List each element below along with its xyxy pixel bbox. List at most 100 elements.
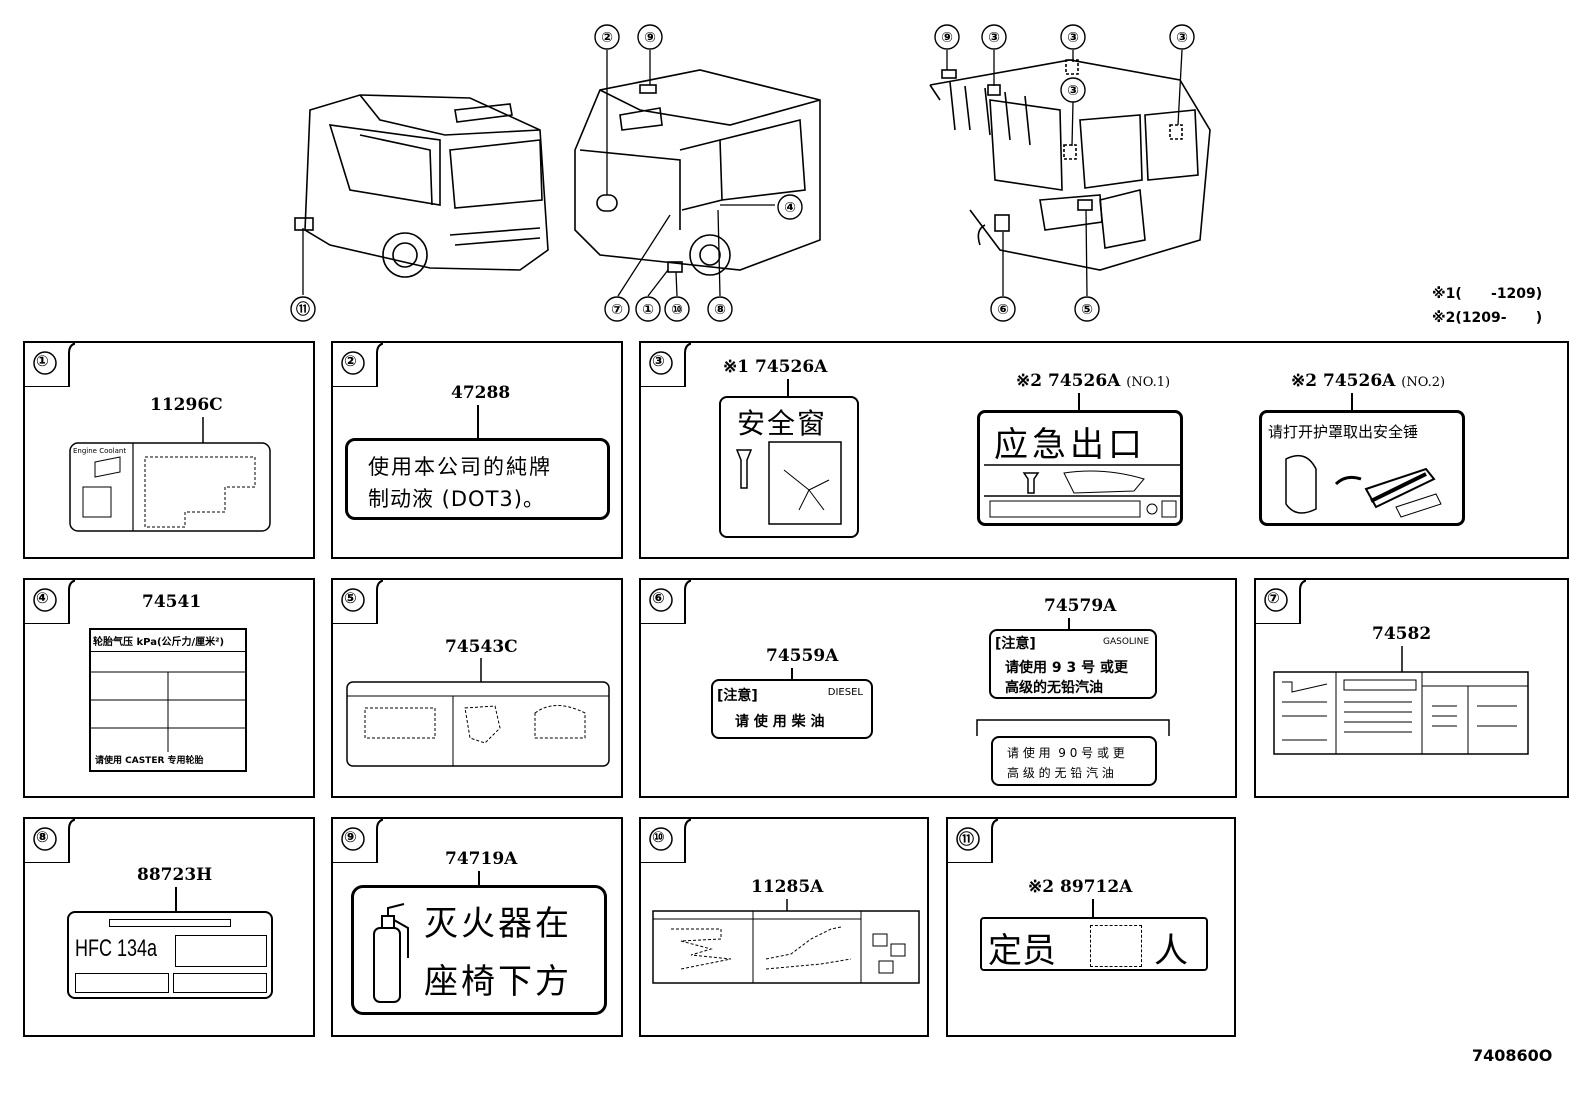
gasoline-93-label: [注意] GASOLINE 请使用 9 3 号 或更 高级的无铅汽油 [989,629,1157,699]
emergency-exit-label: 应急出口 [977,410,1183,526]
panel-number: ③ [652,352,665,370]
gasoline-93-line-1: 请使用 9 3 号 或更 [1005,660,1128,676]
note-2: ※2(1209- ) [1432,310,1543,326]
panel-tab [25,819,75,863]
panel-7: ⑦ 74582 [1254,578,1569,798]
info-label [1273,646,1529,755]
safety-hammer-text: 请打开护罩取出安全锤 [1268,423,1419,441]
leader-line [1078,393,1080,411]
panel-number: ⑥ [652,589,665,607]
leader-line [1092,899,1094,919]
panel-10: ⑩ 11285A [639,817,929,1037]
part-number: 47288 [451,383,511,403]
part-number: 74582 [1372,624,1432,644]
hammer-illustration [735,441,842,525]
part-number: 74543C [445,637,518,657]
part-number: 11296C [150,395,223,415]
spec-label [346,658,610,767]
caution-tag: [注意] [717,688,758,704]
coolant-label [69,417,271,532]
part-number: 74559A [766,646,839,666]
callout-3: ③ [1176,30,1188,46]
tire-pressure-footer: 请使用 CASTER 专用轮胎 [95,756,204,766]
gasoline-90-line-1: 请 使 用 9 0 号 或 更 [1007,746,1125,760]
callout-11: ⑪ [296,301,310,318]
callout-2: ② [601,30,613,46]
tire-pressure-label: 轮胎气压 kPa(公斤力/厘米²) 请使用 CASTER 专用轮胎 [89,628,247,772]
leader-line [477,405,479,439]
safety-window-label: 安全窗 [719,396,859,538]
safety-window-text: 安全窗 [737,407,828,440]
refrigerant-field [173,973,267,993]
panel-5: ⑤ 74543C [331,578,623,798]
callout-8: ⑧ [714,302,726,318]
vehicle-overview: ⑪ ② ⑨ ④ ⑦ ① ⑩ ⑧ ⑨ ③ ③ ③ ③ ⑥ ⑤ [290,24,1211,322]
brake-fluid-line-1: 使用本公司的純牌 [368,455,552,479]
exit-illustration [984,464,1180,518]
panel-number: ⑤ [344,589,357,607]
panel-3: ③ ※1 74526A 安全窗 ※2 74526A (NO.1) 应急出口 ※2… [639,341,1569,559]
callout-3: ③ [1067,30,1079,46]
panel-tab [641,580,691,624]
panel-number: ⑪ [959,830,975,848]
panel-number: ② [344,352,357,370]
panel-tab [948,819,998,863]
refrigerant-text: HFC 134a [75,935,158,962]
panel-tab [25,343,75,387]
panel-tab [333,819,383,863]
part-number: 11285A [751,877,824,897]
capacity-blank [1090,925,1142,967]
part-number: ※1 74526A [723,357,828,377]
refrigerant-field [175,935,267,967]
panel-11: ⑪ ※2 89712A 定员 人 [946,817,1236,1037]
brake-fluid-line-2: 制动液 (DOT3)。 [368,487,545,511]
caution-tag: [注意] [995,636,1036,652]
callout-3: ③ [1067,83,1079,99]
leader-line [175,887,177,913]
callout-9: ⑨ [644,30,656,46]
callout-1: ① [642,302,654,318]
part-number: ※2 74526A (NO.1) [1016,371,1171,391]
panel-tab [25,580,75,624]
part-number: ※2 74526A (NO.2) [1291,371,1446,391]
capacity-label: 定员 人 [980,917,1208,971]
panel-number: ① [36,352,49,370]
brake-fluid-label: 使用本公司的純牌 制动液 (DOT3)。 [345,438,610,520]
callout-9: ⑨ [941,30,953,46]
part-number: 74541 [142,592,202,612]
part-number: 74579A [1044,596,1117,616]
note-1: ※1( -1209) [1432,286,1543,302]
hammer-cover-illustration [1285,454,1442,518]
part-number: 88723H [137,865,213,885]
callout-5: ⑤ [1081,302,1093,318]
capacity-left: 定员 [988,931,1056,971]
diesel-label: [注意] DIESEL 请 使 用 柴 油 [711,679,873,739]
emission-label [652,899,920,984]
leader-line [478,871,480,887]
panel-number: ④ [36,589,49,607]
fuel-type: DIESEL [827,687,863,698]
panel-9: ⑨ 74719A 灭火器在 座椅下方 [331,817,623,1037]
leader-line [791,668,793,680]
tire-pressure-header: 轮胎气压 kPa(公斤力/厘米²) [91,630,245,652]
diagram-code: 740860O [1472,1046,1553,1065]
part-number: ※2 89712A [1028,877,1133,897]
bracket [976,719,1170,736]
panel-tab [333,580,383,624]
coolant-head: Engine Coolant [73,447,127,455]
safety-hammer-label: 请打开护罩取出安全锤 [1259,410,1465,526]
callout-3: ③ [988,30,1000,46]
extinguisher-line-1: 灭火器在 [424,904,572,944]
refrigerant-label: HFC 134a [67,911,273,999]
panel-number: ⑧ [36,828,49,846]
extinguisher-label: 灭火器在 座椅下方 [351,885,607,1015]
gasoline-93-line-2: 高级的无铅汽油 [1005,680,1103,696]
panel-number: ⑨ [344,828,357,846]
fuel-type: GASOLINE [1102,637,1149,647]
callout-4: ④ [784,200,796,216]
panel-2: ② 47288 使用本公司的純牌 制动液 (DOT3)。 [331,341,623,559]
panel-tab [333,343,383,387]
gasoline-90-label: 请 使 用 9 0 号 或 更 高 级 的 无 铅 汽 油 [991,736,1157,786]
fire-extinguisher-icon [373,903,409,1003]
gasoline-90-line-2: 高 级 的 无 铅 汽 油 [1007,766,1114,780]
